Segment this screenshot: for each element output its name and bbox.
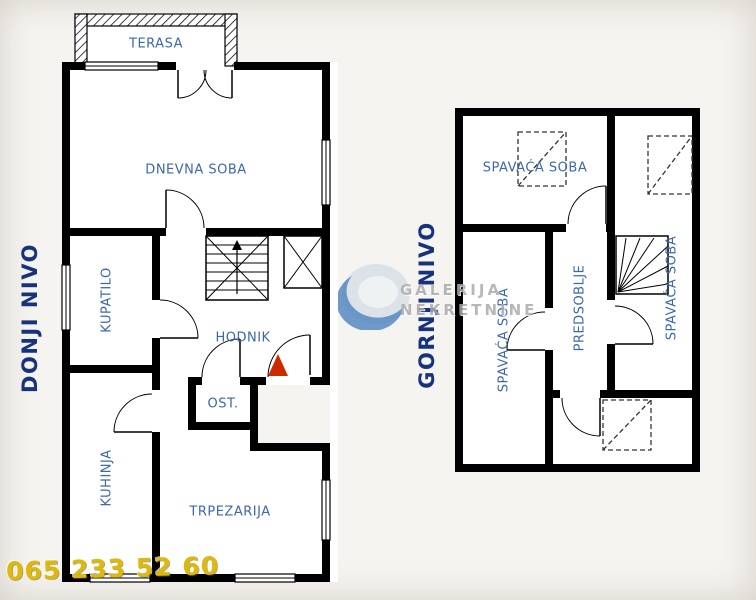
- watermark: GALERIJA NEKRETNINE: [338, 258, 558, 338]
- roof-window-icon: [517, 131, 693, 451]
- phone-number: 065 233 52 60: [5, 551, 220, 586]
- level-label-lower: DONJI NIVO: [18, 243, 42, 393]
- double-door-icon: [177, 69, 233, 99]
- lower-walls: [62, 62, 330, 582]
- room-label-kuhinja: KUHINJA: [99, 449, 115, 507]
- door-icon: [113, 189, 311, 433]
- watermark-logo-icon: [338, 264, 410, 330]
- entrance-arrow-icon: [268, 354, 288, 376]
- upper-walls: [455, 108, 700, 472]
- window-icon: [61, 61, 331, 583]
- room-label-trpezarija: TRPEZARIJA: [189, 504, 271, 520]
- room-label-ostava: OST.: [207, 396, 239, 412]
- watermark-line2: NEKRETNINE: [400, 301, 538, 319]
- lower-level-plan: [61, 13, 338, 583]
- room-label-dnevna-soba: DNEVNA SOBA: [145, 162, 247, 178]
- watermark-line1: GALERIJA: [400, 281, 503, 299]
- upper-level-plan: [455, 108, 700, 472]
- door-icon: [506, 185, 654, 437]
- room-label-spavaca-soba-top: SPAVAĆA SOBA: [482, 160, 588, 176]
- watermark-text: GALERIJA NEKRETNINE: [400, 280, 537, 320]
- room-label-spavaca-soba-right: SPAVAĆA SOBA: [664, 235, 680, 341]
- terrace-hatched-wall: [74, 13, 238, 67]
- stairs-icon: [205, 235, 269, 301]
- room-label-hodnik: HODNIK: [215, 330, 271, 346]
- room-label-predsoblje: PREDSOBLJE: [572, 264, 588, 352]
- shaft-icon: [283, 235, 323, 289]
- room-label-kupatilo: KUPATILO: [99, 267, 115, 333]
- room-label-terasa: TERASA: [129, 36, 183, 52]
- winder-stairs-icon: [615, 235, 669, 295]
